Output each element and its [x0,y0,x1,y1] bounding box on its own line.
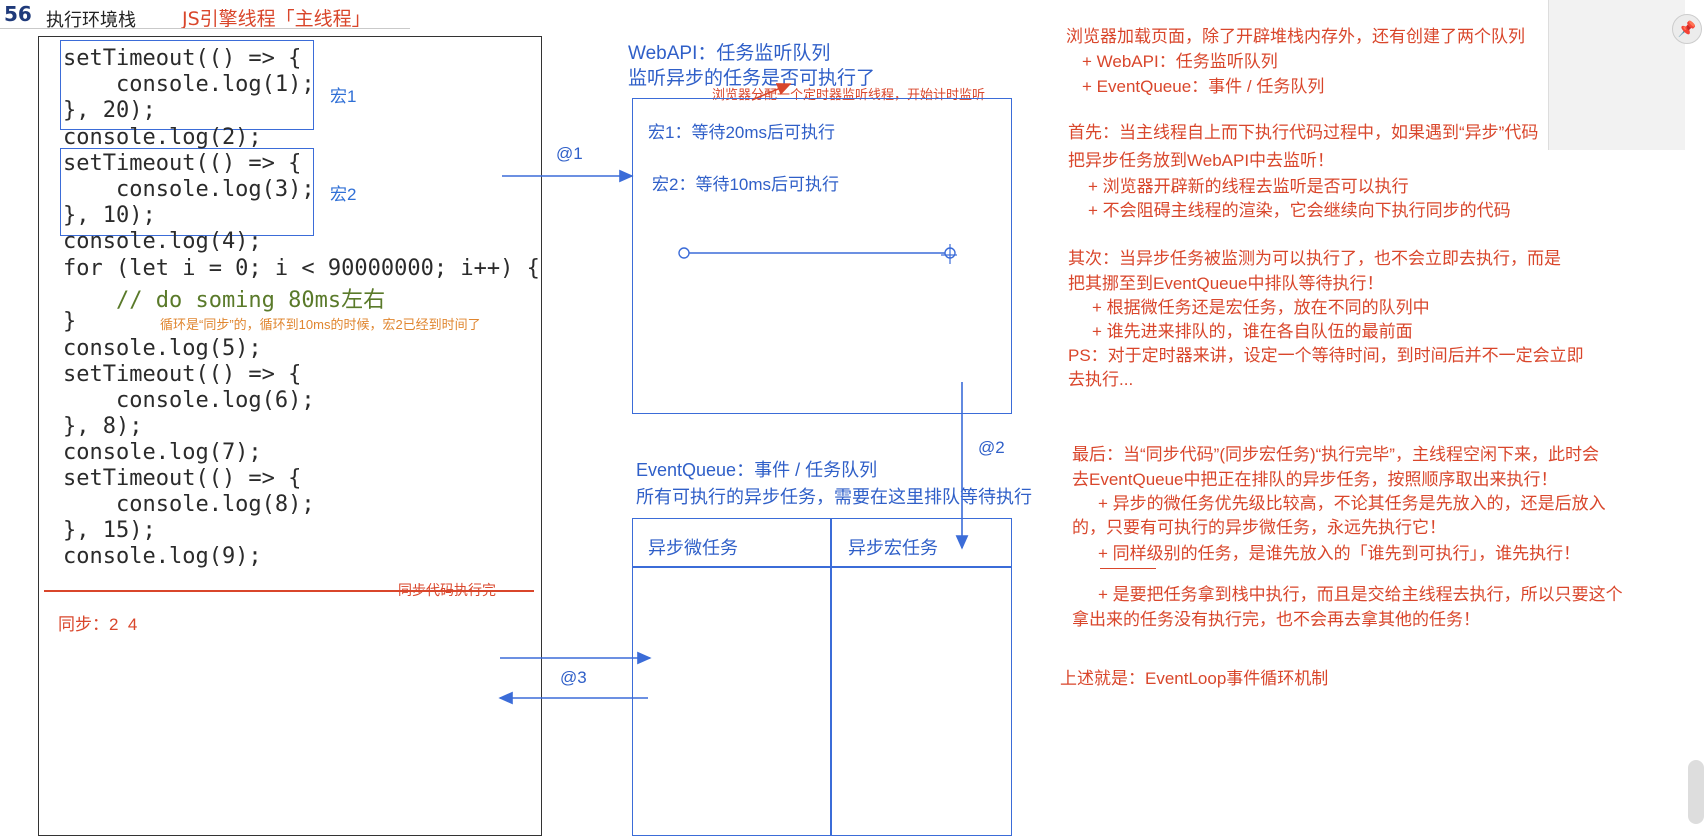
code-line-1: setTimeout(() => { [63,46,302,71]
macro2-label: 宏2 [330,185,357,204]
note-p3-l2: 把其挪至到EventQueue中排队等待执行！ [1068,274,1384,293]
note-p4-l6: + 是要把任务拿到栈中执行，而且是交给主线程去执行，所以只要这个 [1098,585,1623,604]
code-line-20: console.log(9); [63,544,262,569]
webapi-title: WebAPI：任务监听队列 [628,43,831,64]
note-p2-l3: + 浏览器开辟新的线程去监听是否可以执行 [1088,177,1409,196]
note-p4-l4: 的，只要有可执行的异步微任务，永远先执行它！ [1072,518,1446,537]
webapi-box [632,98,1012,414]
note-p3-l3: + 根据微任务还是宏任务，放在不同的队列中 [1092,298,1430,317]
code-line-15: }, 8); [63,414,143,439]
webapi-item-1: 宏1：等待20ms后可执行 [648,123,836,142]
eventqueue-subtitle: 所有可执行的异步任务，需要在这里排队等待执行 [636,487,1032,507]
pin-button[interactable]: 📌 [1672,14,1702,44]
macro1-label: 宏1 [330,87,357,106]
code-line-2: console.log(1); [63,72,315,97]
code-line-7: }, 10); [63,203,156,228]
pin-icon: 📌 [1677,20,1697,38]
code-line-3: }, 20); [63,98,156,123]
note-p3-l5: PS：对于定时器来讲，设定一个等待时间，到时间后并不一定会立即 [1068,346,1584,365]
eventqueue-title: EventQueue：事件 / 任务队列 [636,460,878,480]
eventqueue-column-divider [830,518,832,836]
code-line-6: console.log(3); [63,177,315,202]
code-line-13: setTimeout(() => { [63,362,302,387]
sync-done-note: 同步代码执行完 [398,582,496,598]
microtask-column-header: 异步微任务 [648,538,738,558]
note-p1-l3: + EventQueue：事件 / 任务队列 [1082,77,1325,96]
arrow-3-label: @3 [560,668,587,687]
note-p2-l2: 把异步任务放到WebAPI中去监听！ [1068,151,1335,170]
note-p3-l4: + 谁先进来排队的，谁在各自队伍的最前面 [1092,322,1413,341]
note-p2-l4: + 不会阻碍主线程的渲染，它会继续向下执行同步的代码 [1088,201,1511,220]
timeline [678,244,957,264]
note-p4-l3: + 异步的微任务优先级比较高，不论其任务是先放入的，还是后放入 [1098,494,1606,513]
code-line-11: } [63,309,77,334]
code-line-10: // do soming 80ms左右 [63,288,386,313]
right-scroll-handle[interactable] [1688,760,1704,824]
webapi-item-2: 宏2：等待10ms后可执行 [652,175,840,194]
stack-title: 执行环境栈 [46,10,136,31]
note-p4-l2: 去EventQueue中把正在排队的异步任务，按照顺序取出来执行！ [1072,470,1558,489]
code-line-8: console.log(4); [63,229,262,254]
macro1-box [60,40,314,130]
note-p4-l5: + 同样级别的任务，是谁先放入的「谁先到可执行」，谁先执行！ [1098,544,1581,563]
note-separator [1100,568,1156,570]
main-thread-title: JS引擎线程「主线程」 [182,8,371,30]
slide-number: 56 [4,2,32,26]
note-p3-l1: 其次：当异步任务被监测为可以执行了，也不会立即去执行，而是 [1068,249,1561,268]
sync-done-line [44,590,534,592]
note-p1-l2: + WebAPI：任务监听队列 [1082,52,1278,71]
sync-output: 同步：2 4 [58,615,138,634]
webapi-subtitle: 监听异步的任务是否可执行了 [628,68,876,89]
note-p1-l1: 浏览器加载页面，除了开辟堆栈内存外，还有创建了两个队列 [1066,27,1525,46]
code-line-19: }, 15); [63,518,156,543]
code-line-9: for (let i = 0; i < 90000000; i++) { [63,256,540,281]
thumbnail-strip [1548,0,1685,150]
note-p3-l6: 去执行... [1068,370,1134,389]
eventqueue-header-divider [632,566,1012,568]
code-line-17: setTimeout(() => { [63,466,302,491]
code-line-18: console.log(8); [63,492,315,517]
code-line-14: console.log(6); [63,388,315,413]
header-underline [0,28,410,29]
macro2-box [60,148,314,236]
note-p4-l7: 拿出来的任务没有执行完，也不会再去拿其他的任务！ [1072,610,1480,629]
code-line-16: console.log(7); [63,440,262,465]
arrow-1-label: @1 [556,144,583,163]
arrow-2-label: @2 [978,438,1005,457]
code-line-12: console.log(5); [63,336,262,361]
macrotask-column-header: 异步宏任务 [848,538,938,558]
note-p4-l1: 最后：当“同步代码”(同步宏任务)“执行完毕”，主线程空闲下来，此时会 [1072,445,1599,464]
note-p2-l1: 首先：当主线程自上而下执行代码过程中，如果遇到“异步”代码 [1068,123,1539,142]
code-line-4: console.log(2); [63,125,262,150]
loop-note: 循环是“同步”的，循环到10ms的时候，宏2已经到时间了 [160,317,481,332]
note-p5: 上述就是：EventLoop事件循环机制 [1060,669,1329,688]
code-line-5: setTimeout(() => { [63,151,302,176]
arrow-note-pointer [751,83,792,101]
